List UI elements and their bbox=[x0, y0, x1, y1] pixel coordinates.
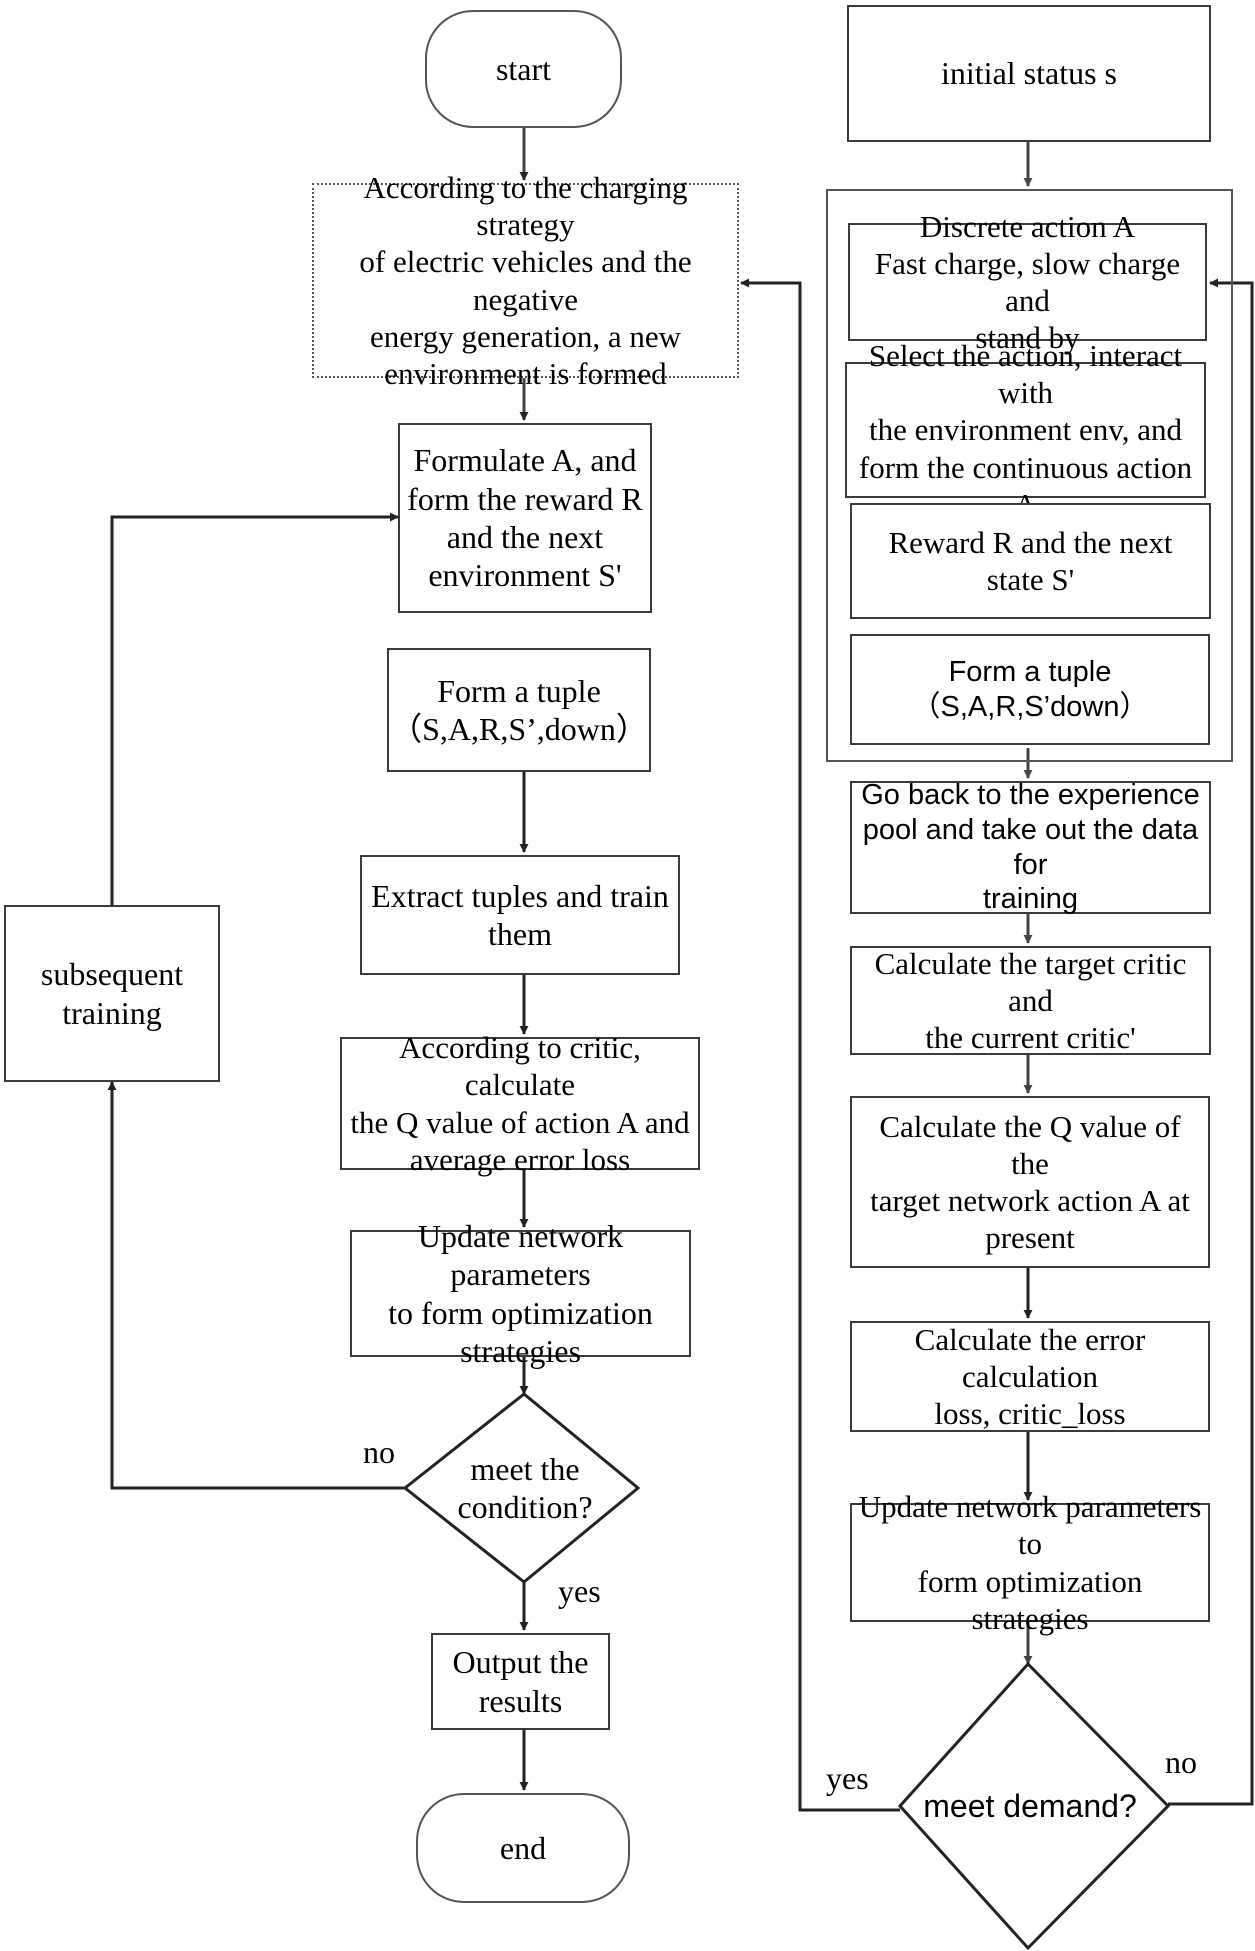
error-loss-box: Calculate the error calculation loss, cr… bbox=[850, 1321, 1210, 1432]
form-tuple-right-text: Form a tuple （S,A,R,S’down） bbox=[911, 655, 1149, 723]
update-box-left: Update network parameters to form optimi… bbox=[350, 1218, 691, 1369]
experience-pool-box: Go back to the experience pool and take … bbox=[850, 778, 1211, 916]
output-box: Output the results bbox=[431, 1633, 610, 1730]
reward-state-box: Reward R and the next state S' bbox=[850, 503, 1211, 619]
reward-state-text: Reward R and the next state S' bbox=[888, 524, 1173, 597]
initial-status-box: initial status s bbox=[847, 5, 1211, 142]
experience-pool-text: Go back to the experience pool and take … bbox=[861, 778, 1200, 916]
select-action-box: Select the action, interact with the env… bbox=[845, 338, 1206, 522]
target-critic-box: Calculate the target critic and the curr… bbox=[850, 946, 1211, 1055]
q-value-box: Calculate the Q value of the target netw… bbox=[850, 1096, 1210, 1268]
start-terminal: start bbox=[425, 10, 622, 128]
tuple-text: Form a tuple （S,A,R,S’,down） bbox=[390, 672, 648, 747]
decision-left-no-label: no bbox=[363, 1434, 395, 1470]
decision-diamond-right bbox=[897, 1661, 1171, 1951]
arrow-subsequent-to-formulate bbox=[110, 512, 399, 905]
decision-right-yes-label: yes bbox=[826, 1760, 869, 1796]
decision-left-yes-label: yes bbox=[558, 1573, 601, 1609]
inner-step-group bbox=[826, 189, 1233, 762]
end-label: end bbox=[499, 1829, 547, 1866]
target-critic-text: Calculate the target critic and the curr… bbox=[874, 945, 1187, 1056]
start-label: start bbox=[495, 50, 552, 87]
extract-text: Extract tuples and train them bbox=[371, 877, 669, 952]
extract-box: Extract tuples and train them bbox=[360, 855, 680, 975]
end-terminal: end bbox=[416, 1793, 630, 1903]
decision-diamond-left bbox=[402, 1392, 641, 1584]
update-right-text: Update network parameters to form optimi… bbox=[858, 1489, 1202, 1636]
discrete-action-text: Discrete action A Fast charge, slow char… bbox=[874, 208, 1181, 356]
critic-box: According to critic, calculate the Q val… bbox=[340, 1030, 700, 1177]
decision-left-text: meet the condition? bbox=[457, 1450, 593, 1525]
decision-right-text: meet demand? bbox=[923, 1787, 1137, 1824]
discrete-action-box: Discrete action A Fast charge, slow char… bbox=[848, 209, 1207, 355]
arrow-demand-yes-to-env bbox=[740, 278, 900, 1812]
decision-right-no-label: no bbox=[1165, 1744, 1197, 1780]
arrow-decision-no-to-subsequent bbox=[107, 1081, 405, 1490]
environment-box: According to the charging strategy of el… bbox=[312, 170, 739, 391]
error-loss-text: Calculate the error calculation loss, cr… bbox=[914, 1321, 1146, 1432]
form-tuple-box-right: Form a tuple （S,A,R,S’down） bbox=[850, 634, 1210, 745]
formulate-box: Formulate A, and form the reward R and t… bbox=[398, 423, 652, 613]
subsequent-training-box: subsequent training bbox=[4, 905, 220, 1082]
update-left-text: Update network parameters to form optimi… bbox=[388, 1217, 653, 1369]
q-value-text: Calculate the Q value of the target netw… bbox=[870, 1108, 1190, 1256]
formulate-text: Formulate A, and form the reward R and t… bbox=[407, 442, 643, 594]
initial-status-text: initial status s bbox=[941, 55, 1117, 92]
critic-text: According to critic, calculate the Q val… bbox=[350, 1030, 690, 1177]
update-box-right: Update network parameters to form optimi… bbox=[850, 1489, 1210, 1636]
subsequent-text: subsequent training bbox=[40, 956, 184, 1031]
output-text: Output the results bbox=[452, 1644, 589, 1719]
select-action-text: Select the action, interact with the env… bbox=[858, 338, 1193, 522]
environment-text: According to the charging strategy of el… bbox=[359, 169, 692, 391]
tuple-box: Form a tuple （S,A,R,S’,down） bbox=[387, 648, 651, 772]
